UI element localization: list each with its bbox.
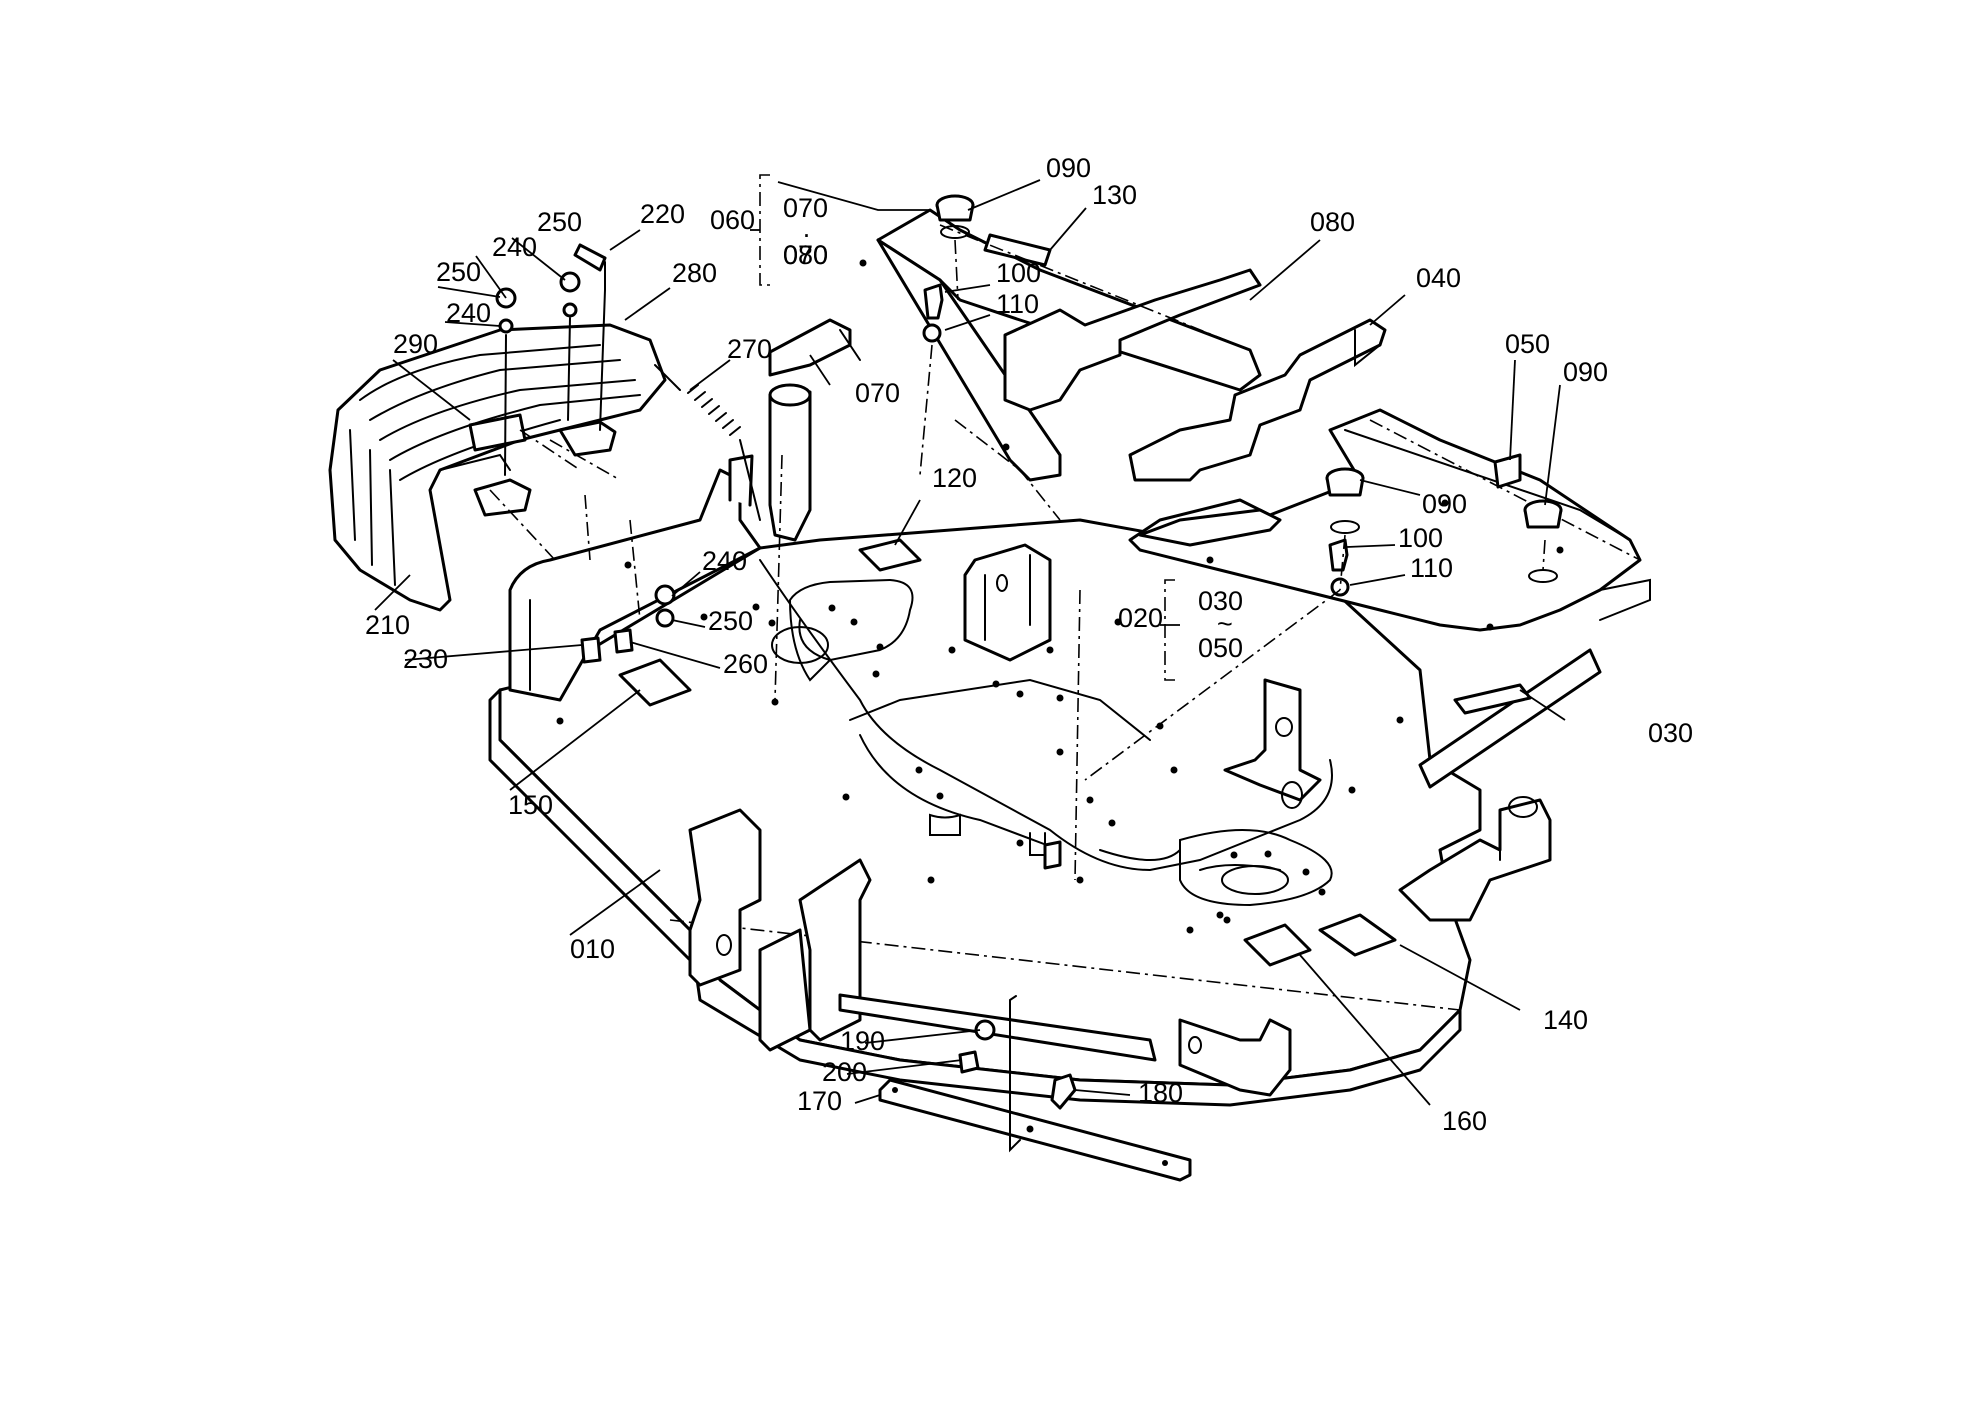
callout-label-c100b: 100	[1398, 523, 1443, 553]
rear-guard-plates	[768, 208, 1651, 789]
callout-leader-lines	[374, 179, 1566, 1106]
knob-090-group	[935, 194, 1563, 583]
callout-label-c060: 060	[710, 205, 755, 235]
group-tilde-060: ·	[802, 219, 811, 249]
callout-label-c160: 160	[1442, 1106, 1487, 1136]
spring-270	[654, 364, 761, 521]
callout-label-c250b: 250	[436, 257, 481, 287]
callout-label-c030a: 030	[1198, 586, 1243, 616]
callout-label-c150: 150	[508, 790, 553, 820]
callout-label-c120: 120	[932, 463, 977, 493]
label-sticker-160	[1243, 923, 1312, 967]
assembly-guide-lines	[489, 239, 1546, 881]
callout-label-c040: 040	[1416, 263, 1461, 293]
callout-label-c240b: 240	[446, 298, 491, 328]
callout-label-c280: 280	[672, 258, 717, 288]
callout-label-c240a: 240	[492, 232, 537, 262]
callout-label-c070a: 070	[783, 193, 828, 223]
callout-label-c170: 170	[797, 1086, 842, 1116]
scraper-bar-group	[878, 995, 1192, 1182]
mower-deck-body	[488, 383, 1552, 1107]
callout-label-c260: 260	[723, 649, 768, 679]
discharge-guard	[328, 323, 667, 612]
group-tilde-020: ~	[1217, 609, 1233, 639]
callout-label-c090c: 090	[1422, 489, 1467, 519]
callout-label-c140: 140	[1543, 1005, 1588, 1035]
callout-label-c050a: 050	[1198, 633, 1243, 663]
callout-label-c250c: 250	[708, 606, 753, 636]
callout-label-c070b: 070	[783, 240, 828, 270]
label-sticker-150	[618, 658, 692, 707]
callout-label-c010: 010	[570, 934, 615, 964]
callout-label-c200: 200	[822, 1057, 867, 1087]
callout-label-c130: 130	[1092, 180, 1137, 210]
callout-label-c110b: 110	[1410, 553, 1453, 583]
callout-label-c270: 270	[727, 334, 772, 364]
callout-label-c230: 230	[403, 644, 448, 674]
callout-label-c050b: 050	[1505, 329, 1550, 359]
callout-label-c070c: 070	[855, 378, 900, 408]
callout-label-c190: 190	[840, 1026, 885, 1056]
callout-label-c290: 290	[393, 329, 438, 359]
callout-label-c030b: 030	[1648, 718, 1693, 748]
callout-label-c250a: 250	[537, 207, 582, 237]
label-sticker-140	[1318, 913, 1397, 957]
group-brackets: ~ ·	[759, 174, 1233, 681]
callout-label-c090b: 090	[1563, 357, 1608, 387]
callout-label-c020: 020	[1118, 603, 1163, 633]
callout-label-c240c: 240	[702, 546, 747, 576]
callout-label-c080b: 080	[1310, 207, 1355, 237]
callout-label-c090a: 090	[1046, 153, 1091, 183]
callout-label-c220: 220	[640, 199, 685, 229]
callout-label-c100a: 100	[996, 258, 1041, 288]
callout-label-c110a: 110	[996, 289, 1039, 319]
callout-label-c180: 180	[1138, 1078, 1183, 1108]
callout-label-c210: 210	[365, 610, 410, 640]
callout-label-c080a: 080	[783, 240, 828, 270]
